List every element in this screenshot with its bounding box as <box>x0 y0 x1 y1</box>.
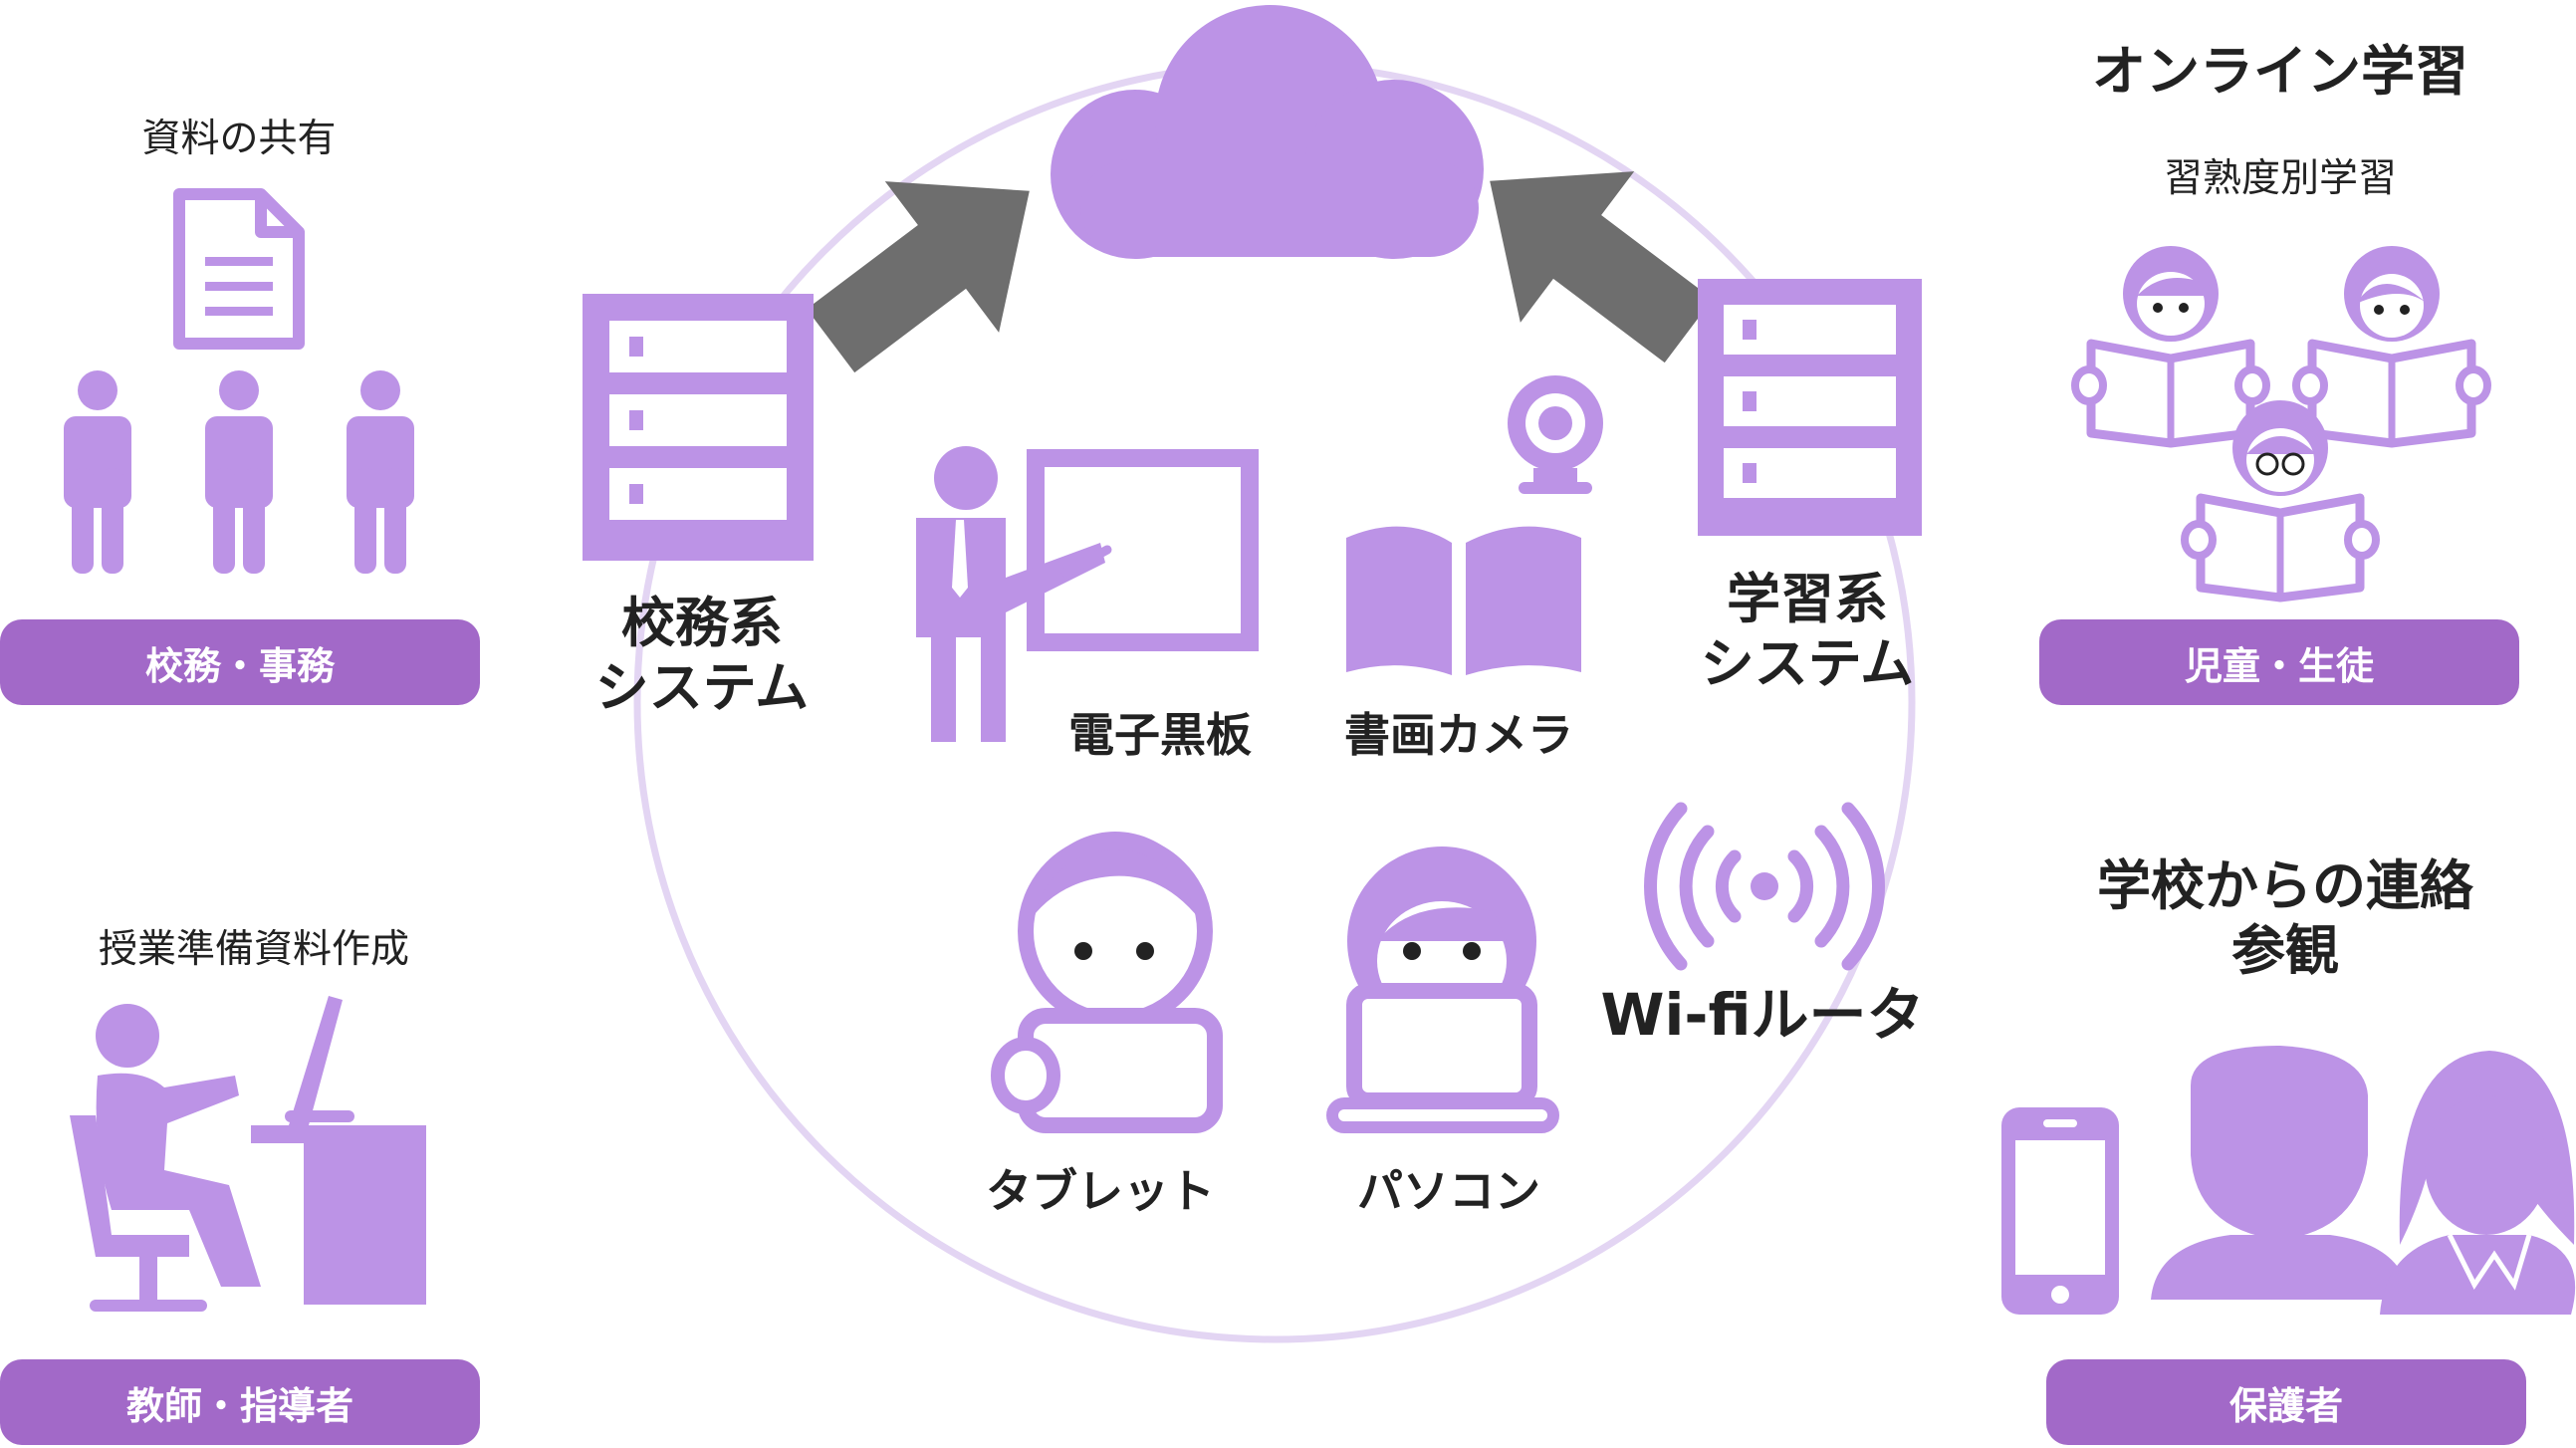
caption-sharing: 資料の共有 <box>141 117 337 161</box>
webcam-icon <box>1508 375 1603 494</box>
laptop-user-icon <box>1326 846 1559 1133</box>
pill-guardians: 保護者 <box>2046 1359 2526 1445</box>
man-avatar-icon <box>2151 1046 2410 1300</box>
presenter-icon <box>916 446 1259 742</box>
person-icon <box>347 370 414 574</box>
label-blackboard: 電子黒板 <box>1068 708 1252 762</box>
smartphone-icon <box>2001 1107 2119 1315</box>
tablet-user-icon <box>991 832 1223 1133</box>
label-document-camera: 書画カメラ <box>1344 708 1573 762</box>
label-pc: パソコン <box>1357 1164 1540 1218</box>
person-icon <box>205 370 273 574</box>
label-admin-system: 校務系 システム <box>558 592 846 721</box>
pill-teachers: 教師・指導者 <box>0 1359 480 1445</box>
label-learning-system-line1: 学習系 <box>1727 568 1888 630</box>
wifi-icon <box>1644 802 1885 971</box>
pill-admin-office: 校務・事務 <box>0 619 480 705</box>
document-icon <box>173 188 305 350</box>
title-school-contact-line2: 参観 <box>2231 918 2339 982</box>
server-icon <box>583 294 814 561</box>
woman-avatar-icon <box>2380 1051 2576 1315</box>
book-icon <box>1346 526 1581 675</box>
label-tablet: タブレット <box>986 1164 1215 1218</box>
title-school-contact-line1: 学校からの連絡 <box>2097 854 2473 917</box>
label-wifi-router: Wi-fiルータ <box>1600 981 1925 1049</box>
arrow-icon <box>1490 171 1713 363</box>
pill-students: 児童・生徒 <box>2039 619 2519 705</box>
student-reading-icon <box>2071 246 2491 603</box>
label-admin-system-line2: システム <box>594 655 810 719</box>
caption-proficiency-learning: 習熟度別学習 <box>2163 156 2397 201</box>
title-school-contact: 学校からの連絡 参観 <box>2051 854 2519 984</box>
teacher-at-desk-icon <box>70 996 426 1312</box>
person-icon <box>64 370 131 574</box>
caption-prep-materials: 授業準備資料作成 <box>98 927 409 972</box>
arrow-icon <box>807 181 1030 373</box>
title-online-learning: オンライン学習 <box>2092 40 2468 103</box>
label-learning-system: 学習系 システム <box>1663 568 1952 697</box>
cloud-icon <box>1051 5 1484 259</box>
label-learning-system-line2: システム <box>1700 631 1915 695</box>
server-icon <box>1698 279 1922 536</box>
label-admin-system-line1: 校務系 <box>621 592 783 654</box>
